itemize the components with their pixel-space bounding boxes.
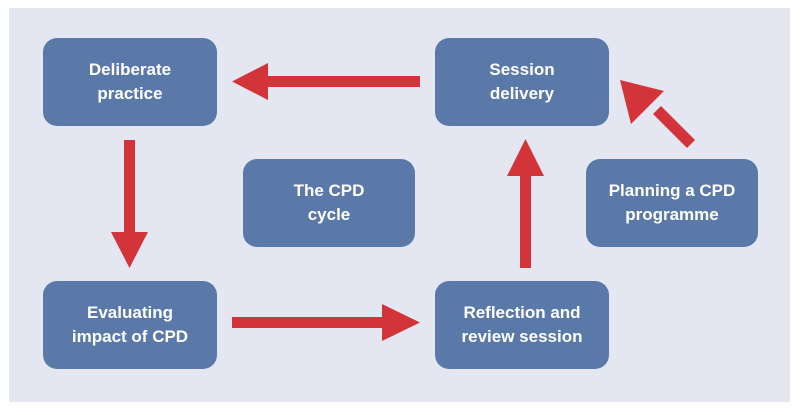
arrow-session-to-practice xyxy=(232,63,420,100)
arrow-practice-to-evaluating xyxy=(111,140,148,268)
node-label-line1: Session xyxy=(489,60,555,79)
node-label-line1: Deliberate xyxy=(88,60,172,79)
node-label-line1: The CPD xyxy=(293,181,365,200)
node-label-line1: Planning a CPD xyxy=(608,181,736,200)
node-label-line2: cycle xyxy=(307,205,351,224)
node-label-line1: Evaluating xyxy=(87,303,173,322)
node-planning-programme: Planning a CPD programme xyxy=(586,159,758,247)
node-deliberate-practice: Deliberate practice xyxy=(43,38,217,126)
node-session-delivery: Session delivery xyxy=(435,38,609,126)
arrow-evaluating-to-reflection xyxy=(232,304,420,341)
node-cpd-cycle: The CPD cycle xyxy=(243,159,415,247)
node-label-line2: delivery xyxy=(489,84,555,103)
node-reflection-review: Reflection and review session xyxy=(435,281,609,369)
node-label-line2: practice xyxy=(97,84,163,103)
node-evaluating-impact: Evaluating impact of CPD xyxy=(43,281,217,369)
node-label-line2: impact of CPD xyxy=(71,327,189,346)
node-label-line2: review session xyxy=(461,327,583,346)
arrow-reflection-to-session xyxy=(507,139,544,268)
node-label-line1: Reflection and xyxy=(463,303,581,322)
node-label-line2: programme xyxy=(625,205,719,224)
arrow-planning-to-session xyxy=(620,80,695,148)
